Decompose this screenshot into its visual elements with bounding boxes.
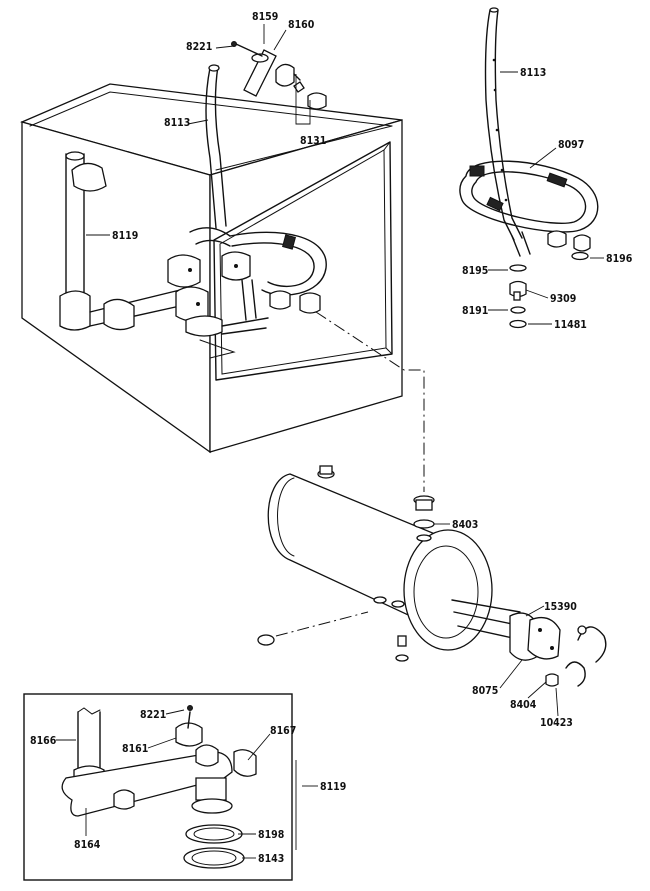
internal-plumbing <box>59 64 327 359</box>
label-8167: 8167 <box>270 725 296 737</box>
label-8196: 8196 <box>606 253 633 265</box>
label-8143: 8143 <box>258 853 284 865</box>
label-8113-left: 8113 <box>164 117 190 129</box>
assembly-guide-lines <box>275 311 425 637</box>
water-heater-tank <box>257 465 493 662</box>
label-10423: 10423 <box>540 717 573 729</box>
label-8195: 8195 <box>462 265 488 277</box>
label-8131: 8131 <box>300 135 326 147</box>
inset-detail-box <box>23 693 293 881</box>
label-8404: 8404 <box>510 699 537 711</box>
label-15390: 15390 <box>544 601 577 613</box>
heating-element <box>451 599 607 687</box>
label-8403: 8403 <box>452 519 478 531</box>
label-8166: 8166 <box>30 735 57 747</box>
label-8191: 8191 <box>462 305 488 317</box>
label-8119-inset: 8119 <box>320 781 346 793</box>
label-8097: 8097 <box>558 139 584 151</box>
label-8161: 8161 <box>122 743 148 755</box>
part-number-labels: 8159 8160 8221 8113 8131 8113 8097 8119 … <box>30 11 633 865</box>
label-8113-right: 8113 <box>520 67 546 79</box>
label-8160: 8160 <box>288 19 315 31</box>
leader-lines <box>56 24 604 859</box>
label-9309: 9309 <box>550 293 576 305</box>
label-8164: 8164 <box>74 839 101 851</box>
label-8221-top: 8221 <box>186 41 212 53</box>
label-8119-top: 8119 <box>112 230 138 242</box>
label-8075: 8075 <box>472 685 498 697</box>
upper-right-tube-assembly <box>459 7 599 329</box>
top-valve-parts <box>231 41 327 110</box>
label-11481: 11481 <box>554 319 587 331</box>
label-8221-inset: 8221 <box>140 709 166 721</box>
cabinet <box>20 83 403 454</box>
label-8198: 8198 <box>258 829 284 841</box>
label-8159: 8159 <box>252 11 278 23</box>
